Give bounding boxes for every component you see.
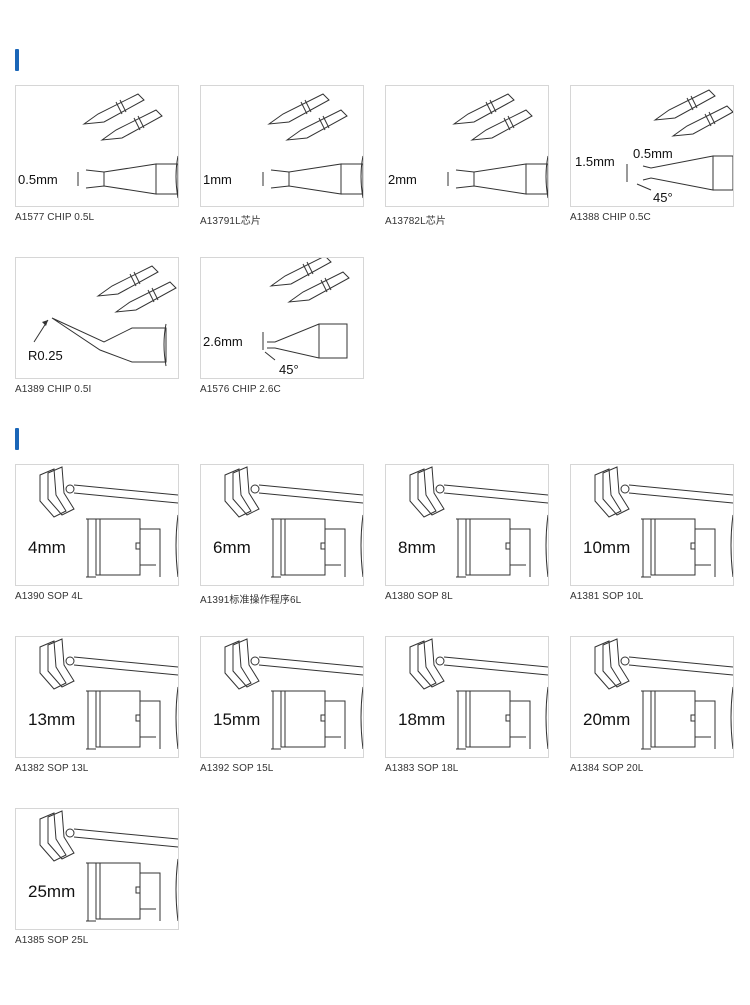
product-caption[interactable]: A13791L芯片: [200, 216, 261, 227]
product-thumbnail[interactable]: 13mm: [15, 636, 179, 758]
chip-tip-icon: 2mm: [388, 93, 548, 199]
dimension-label: 4mm: [28, 538, 66, 557]
sop-tip-icon: 13mm: [28, 638, 178, 750]
product-caption[interactable]: A1388 CHIP 0.5C: [570, 212, 651, 223]
tip-sketch: [269, 258, 350, 303]
dimension-label: 1.5mm: [575, 154, 615, 169]
angle-label: 45°: [279, 362, 299, 377]
sop-clip-sketch: [409, 466, 548, 518]
sop-tip-icon: 4mm: [28, 466, 178, 578]
product-thumbnail[interactable]: 2mm: [385, 85, 549, 207]
dimension-label: 25mm: [28, 882, 75, 901]
product-thumbnail[interactable]: 20mm: [570, 636, 734, 758]
chip-tip-icon: 0.5mm: [18, 93, 178, 199]
product-thumbnail[interactable]: 0.5mm: [15, 85, 179, 207]
dimension-label: 2.6mm: [203, 334, 243, 349]
product-card[interactable]: 2.6mm 45° A1576 CHIP 2.6C: [200, 257, 364, 395]
sop-tip-icon: 20mm: [583, 638, 733, 750]
angle-label: 45°: [653, 190, 673, 205]
product-thumbnail[interactable]: 15mm: [200, 636, 364, 758]
tip-sketch: [653, 89, 733, 137]
product-thumbnail[interactable]: R0.25: [15, 257, 179, 379]
dimension-label: 2mm: [388, 172, 417, 187]
tip-sketch: [452, 93, 533, 141]
product-thumbnail[interactable]: 4mm: [15, 464, 179, 586]
product-caption[interactable]: A1576 CHIP 2.6C: [200, 384, 281, 395]
sop-clip-sketch: [594, 638, 733, 690]
product-caption[interactable]: A1382 SOP 13L: [15, 763, 89, 774]
product-caption[interactable]: A13782L芯片: [385, 216, 446, 227]
sop-clip-sketch: [409, 638, 548, 690]
chip-bevel-tip-icon: 1.5mm 0.5mm 45°: [575, 89, 733, 205]
sop-clip-sketch: [224, 638, 363, 690]
tip-sketch: [96, 265, 177, 313]
product-card[interactable]: 1.5mm 0.5mm 45°A1388 CHIP 0.5C: [570, 85, 734, 223]
sop-clip-sketch: [39, 810, 178, 862]
sop-clip-sketch: [224, 466, 363, 518]
dimension-label: 8mm: [398, 538, 436, 557]
section-marker-chip: [15, 49, 19, 71]
product-thumbnail[interactable]: 1.5mm 0.5mm 45°: [570, 85, 734, 207]
sop-tip-icon: 10mm: [583, 466, 733, 578]
product-thumbnail[interactable]: 1mm: [200, 85, 364, 207]
tip-sketch: [267, 93, 348, 141]
product-caption[interactable]: A1385 SOP 25L: [15, 935, 89, 946]
dimension-label: 13mm: [28, 710, 75, 729]
dimension-label-secondary: 0.5mm: [633, 146, 673, 161]
tip-sketch: [82, 93, 163, 141]
sop-tip-icon: 15mm: [213, 638, 363, 750]
product-thumbnail[interactable]: 10mm: [570, 464, 734, 586]
product-caption[interactable]: A1391标准操作程序6L: [200, 595, 302, 606]
radius-label: R0.25: [28, 348, 63, 363]
product-caption[interactable]: A1381 SOP 10L: [570, 591, 644, 602]
product-thumbnail[interactable]: 18mm: [385, 636, 549, 758]
product-caption[interactable]: A1392 SOP 15L: [200, 763, 274, 774]
product-caption[interactable]: A1384 SOP 20L: [570, 763, 644, 774]
sop-tip-icon: 25mm: [28, 810, 178, 922]
product-thumbnail[interactable]: 6mm: [200, 464, 364, 586]
product-caption[interactable]: A1577 CHIP 0.5L: [15, 212, 95, 223]
chip-cone-tip-icon: 2.6mm 45°: [203, 258, 350, 377]
dimension-label: 6mm: [213, 538, 251, 557]
sop-clip-sketch: [39, 638, 178, 690]
product-caption[interactable]: A1383 SOP 18L: [385, 763, 459, 774]
sop-clip-sketch: [594, 466, 733, 518]
section-marker-sop: [15, 428, 19, 450]
chip-tip-icon: 1mm: [203, 93, 363, 199]
sop-tip-icon: 8mm: [398, 466, 548, 578]
product-thumbnail[interactable]: 25mm: [15, 808, 179, 930]
dimension-label: 18mm: [398, 710, 445, 729]
sop-tip-icon: 6mm: [213, 466, 363, 578]
product-thumbnail[interactable]: 2.6mm 45°: [200, 257, 364, 379]
product-caption[interactable]: A1390 SOP 4L: [15, 591, 83, 602]
dimension-label: 15mm: [213, 710, 260, 729]
dimension-label: 1mm: [203, 172, 232, 187]
chip-bent-tip-icon: R0.25: [28, 265, 177, 367]
product-caption[interactable]: A1380 SOP 8L: [385, 591, 453, 602]
dimension-label: 0.5mm: [18, 172, 58, 187]
sop-clip-sketch: [39, 466, 178, 518]
product-caption[interactable]: A1389 CHIP 0.5I: [15, 384, 92, 395]
dimension-label: 10mm: [583, 538, 630, 557]
sop-tip-icon: 18mm: [398, 638, 548, 750]
product-thumbnail[interactable]: 8mm: [385, 464, 549, 586]
dimension-label: 20mm: [583, 710, 630, 729]
